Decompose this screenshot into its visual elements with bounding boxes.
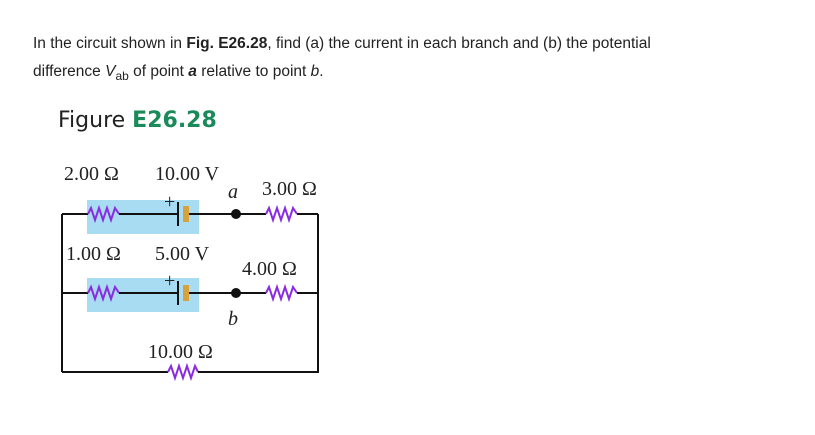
highlight-top-branch: [87, 200, 199, 234]
label-emf-mid: 5.00 V: [155, 243, 210, 265]
figure-title: Figure E26.28: [58, 108, 217, 133]
label-r-mid-left: 1.00 Ω: [66, 243, 121, 265]
problem-line-2: difference Vab of point a relative to po…: [33, 58, 793, 90]
problem-part2-end: .: [319, 63, 324, 80]
resistor-2-ohm: [87, 204, 120, 224]
problem-intro: In the circuit shown in: [33, 35, 187, 52]
point-a-text: a: [188, 63, 197, 80]
battery-top-short-plate: [183, 206, 189, 222]
voltage-subscript: ab: [115, 69, 129, 83]
figure-word: Figure: [58, 108, 133, 133]
label-plus-top: +: [164, 191, 175, 213]
label-node-b: b: [228, 308, 238, 330]
label-r-mid-right: 4.00 Ω: [242, 258, 297, 280]
label-emf-top: 10.00 V: [155, 163, 220, 185]
label-r-top-left: 2.00 Ω: [64, 163, 119, 185]
point-b-text: b: [310, 63, 320, 80]
figure-number: E26.28: [132, 108, 217, 133]
wire-bottom-right: [198, 214, 319, 373]
resistor-4-ohm: [265, 283, 298, 303]
problem-statement: In the circuit shown in Fig. E26.28, fin…: [33, 30, 793, 90]
voltage-symbol: V: [105, 63, 116, 80]
highlight-mid-branch: [87, 278, 199, 312]
problem-part1: , find (a) the current in each branch an…: [267, 35, 651, 52]
resistor-10-ohm: [167, 362, 199, 382]
problem-part2-mid2: relative to point: [196, 63, 311, 80]
problem-part2-mid: of point: [128, 63, 189, 80]
label-node-a: a: [228, 181, 238, 203]
label-plus-mid: +: [164, 270, 175, 292]
problem-part2-pre: difference: [33, 63, 106, 80]
label-r-top-right: 3.00 Ω: [262, 178, 317, 200]
circuit-diagram: 2.00 Ω 10.00 V 3.00 Ω a + 1.00 Ω 5.00 V …: [61, 163, 319, 382]
battery-mid-short-plate: [183, 285, 189, 301]
figure-reference: Fig. E26.28: [186, 35, 268, 52]
problem-line-1: In the circuit shown in Fig. E26.28, fin…: [33, 30, 793, 58]
resistor-1-ohm: [87, 283, 120, 303]
resistor-3-ohm: [265, 204, 298, 224]
label-r-bottom: 10.00 Ω: [148, 341, 213, 363]
